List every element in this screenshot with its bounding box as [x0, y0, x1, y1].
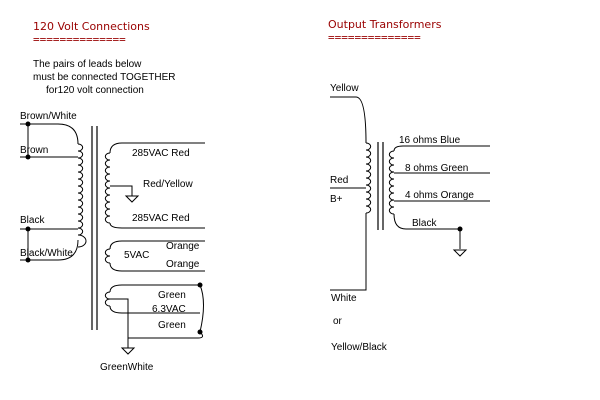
heater-voltage: 6.3VAC	[152, 304, 186, 315]
output-secondary-coil	[388, 150, 395, 215]
junction-dot	[197, 282, 203, 288]
ground-icon	[120, 347, 136, 355]
output-transformer-diagram: Output Transformers ============== Yello…	[328, 18, 490, 353]
wire-hv-top	[109, 142, 205, 154]
wire-brown-white	[20, 123, 79, 145]
heater-coil	[104, 291, 111, 307]
wire-primary-bottom	[330, 213, 367, 291]
rectifier-winding: 5VAC Orange Orange	[104, 240, 205, 272]
output-primary-coil	[365, 142, 372, 214]
primary-center-label: Red	[330, 175, 348, 186]
right-heading: Output Transformers	[328, 18, 442, 31]
primary-top-label: Yellow	[330, 83, 359, 94]
common-label: Black	[412, 218, 437, 229]
primary-bottom-label: White	[331, 293, 357, 304]
left-heading: 120 Volt Connections	[33, 20, 150, 33]
wire-black-white	[20, 239, 79, 261]
hv-top-label: 285VAC Red	[132, 148, 190, 159]
lead-black-white: Black/White	[20, 248, 73, 259]
hv-secondary: 285VAC Red Red/Yellow 285VAC Red	[104, 142, 205, 229]
tap-16-ohm-label: 16 ohms Blue	[399, 135, 461, 146]
junction-dot	[25, 226, 31, 232]
heater-lead-top: Green	[158, 290, 186, 301]
lead-brown: Brown	[20, 145, 48, 156]
rectifier-coil	[104, 248, 111, 264]
wire-center-tap	[110, 185, 133, 196]
wire-primary-top	[330, 96, 367, 144]
center-tap-label: Red/Yellow	[143, 179, 193, 190]
note-line-1: The pairs of leads below	[33, 59, 142, 70]
ground-icon	[452, 249, 468, 257]
tap-8-ohm-label: 8 ohms Green	[405, 163, 468, 174]
wire-heater-bottom	[109, 305, 200, 314]
wire-16-ohm	[393, 145, 490, 152]
wire-heater-top	[109, 284, 200, 293]
instruction-note: The pairs of leads below must be connect…	[33, 59, 175, 96]
wire-5v-top	[109, 240, 205, 250]
junction-dot	[25, 121, 31, 127]
note-line-2: must be connected TOGETHER	[33, 72, 175, 83]
heater-lead-bottom: Green	[158, 320, 186, 331]
hv-bottom-label: 285VAC Red	[132, 213, 190, 224]
rectifier-lead-top: Orange	[166, 241, 200, 252]
wire-common	[393, 213, 461, 249]
junction-dot	[457, 226, 463, 232]
junction-dot	[197, 329, 203, 335]
wire-heater-jumper	[199, 284, 204, 333]
power-transformer-diagram: 120 Volt Connections ============== The …	[20, 20, 205, 373]
lead-brown-white: Brown/White	[20, 111, 77, 122]
primary-b-plus-label: B+	[330, 194, 343, 205]
wire-5v-bottom	[109, 262, 205, 272]
ground-icon	[124, 195, 140, 203]
heater-center-tap-label: GreenWhite	[100, 362, 154, 373]
rectifier-voltage: 5VAC	[124, 250, 149, 261]
primary-leads: Brown/White Brown Black Black/White	[20, 111, 87, 263]
primary-coil	[77, 143, 87, 248]
note-line-3: for120 volt connection	[46, 85, 144, 96]
left-heading-rule: ==============	[33, 33, 126, 46]
tap-4-ohm-label: 4 ohms Orange	[405, 190, 474, 201]
rectifier-lead-bottom: Orange	[166, 259, 200, 270]
lead-black: Black	[20, 215, 45, 226]
output-secondary: 16 ohms Blue 8 ohms Green 4 ohms Orange …	[388, 135, 490, 257]
output-primary: Yellow Red B+ White or Yellow/Black	[330, 83, 388, 353]
heater-winding: Green 6.3VAC Green GreenWhite	[100, 282, 204, 373]
primary-or-label: or	[333, 316, 343, 327]
junction-dot	[25, 154, 31, 160]
junction-dot	[25, 257, 31, 263]
hv-secondary-coil	[104, 152, 111, 224]
right-heading-rule: ==============	[328, 31, 421, 44]
wire-hv-bottom	[109, 222, 205, 229]
primary-bottom-alt-label: Yellow/Black	[331, 342, 388, 353]
